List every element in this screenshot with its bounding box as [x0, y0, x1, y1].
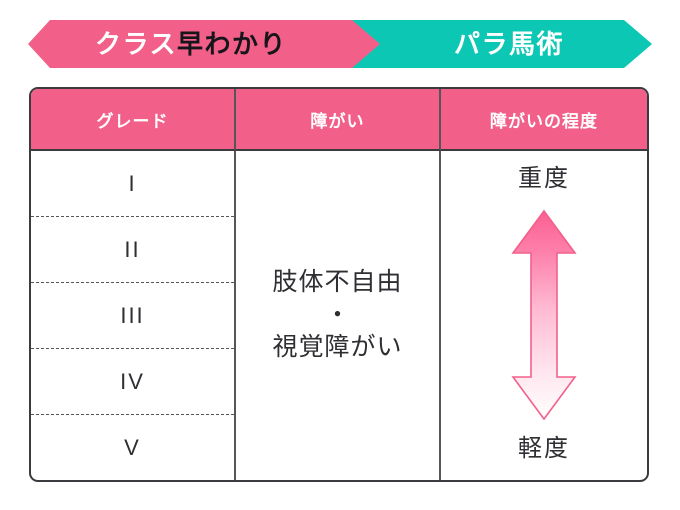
table-header-grade: グレード	[31, 89, 236, 151]
banner-left-text: クラス早わかり	[95, 31, 287, 57]
grade-row: IV	[31, 349, 234, 415]
banner-left-text-white: クラス	[95, 29, 177, 59]
column-grade: I II III IV V	[31, 151, 236, 480]
grade-row: III	[31, 283, 234, 349]
banner-ribbon-para-equestrian: パラ馬術	[352, 20, 652, 68]
disability-line-visual: 視覚障がい	[272, 333, 403, 362]
grade-row: I	[31, 151, 234, 217]
severity-label-high: 重度	[518, 165, 570, 192]
page-banner: クラス早わかり パラ馬術	[0, 20, 680, 68]
column-disability: 肢体不自由 ・ 視覚障がい	[236, 151, 441, 480]
grade-row: II	[31, 217, 234, 283]
banner-left-text-dark: 早わかり	[176, 29, 287, 59]
column-severity: 重度 軽度	[441, 151, 647, 480]
disability-line-physical: 肢体不自由	[272, 268, 403, 297]
table-grid: グレード 障がい 障がいの程度 I II III IV V 肢体不自由 ・ 視覚…	[31, 89, 647, 480]
severity-label-low: 軽度	[518, 435, 570, 463]
banner-ribbon-class-guide: クラス早わかり	[28, 20, 380, 68]
grade-row: V	[124, 434, 141, 460]
classification-table: グレード 障がい 障がいの程度 I II III IV V 肢体不自由 ・ 視覚…	[29, 87, 649, 482]
table-header-disability: 障がい	[236, 89, 441, 151]
banner-right-text: パラ馬術	[453, 29, 564, 59]
severity-gradient-arrow-icon	[441, 194, 647, 435]
table-header-severity: 障がいの程度	[441, 89, 647, 151]
disability-separator-dot: ・	[324, 300, 350, 329]
